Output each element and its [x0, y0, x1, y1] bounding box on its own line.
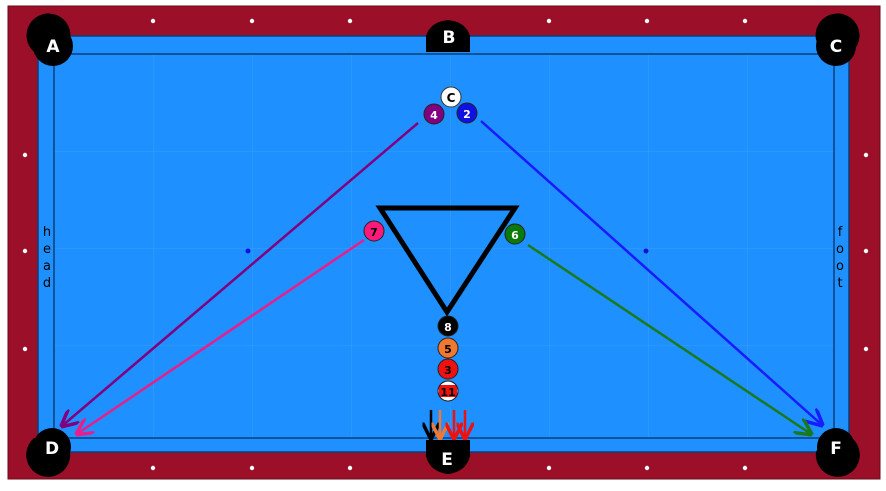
foot-letter-4: t: [837, 276, 842, 291]
diamond-top-3: [348, 19, 352, 23]
head-letter-1: h: [43, 225, 51, 240]
ball-6-label: 6: [511, 229, 519, 242]
ball-4-label: 4: [430, 109, 438, 122]
diamond-right-1: [864, 153, 868, 157]
pocket-b-label: B: [443, 28, 456, 48]
diamond-top-1: [151, 19, 155, 23]
foot-spot: [644, 249, 649, 254]
pocket-d-label: D: [45, 439, 59, 459]
ball-4[interactable]: 4: [424, 104, 444, 124]
diamond-bottom-3: [348, 466, 352, 470]
diamond-top-5: [645, 19, 649, 23]
ball-2-label: 2: [463, 108, 471, 121]
ball-5-label: 5: [444, 343, 452, 356]
ball-11[interactable]: 11: [438, 381, 458, 401]
diamond-bottom-1: [151, 466, 155, 470]
diamond-top-4: [547, 19, 551, 23]
diamond-left-2: [23, 249, 27, 253]
diamond-right-2: [864, 249, 868, 253]
diamond-bottom-2: [250, 466, 254, 470]
foot-letter-3: o: [836, 259, 844, 274]
ball-7[interactable]: 7: [364, 221, 384, 241]
diamond-bottom-6: [743, 466, 747, 470]
ball-7-label: 7: [370, 226, 378, 239]
ball-11-label: 11: [440, 386, 455, 399]
ball-3-label: 3: [444, 364, 452, 377]
diamond-bottom-5: [645, 466, 649, 470]
ball-2[interactable]: 2: [457, 103, 477, 123]
ball-5[interactable]: 5: [438, 338, 458, 358]
pocket-c-label: C: [830, 37, 842, 57]
ball-3[interactable]: 3: [438, 359, 458, 379]
head-spot: [246, 249, 251, 254]
foot-letter-2: o: [836, 242, 844, 257]
ball-8-label: 8: [444, 321, 452, 334]
cue-ball-label: C: [447, 91, 456, 105]
diamond-left-1: [23, 153, 27, 157]
pocket-f-label: F: [830, 439, 842, 459]
pocket-e-label: E: [441, 450, 453, 470]
ball-6[interactable]: 6: [505, 224, 525, 244]
diamond-right-3: [864, 347, 868, 351]
diamond-bottom-4: [547, 466, 551, 470]
diamond-top-2: [250, 19, 254, 23]
diamond-left-3: [23, 347, 27, 351]
pocket-a-label: A: [46, 37, 60, 57]
foot-letter-1: f: [838, 225, 843, 240]
cue-ball[interactable]: C: [441, 87, 461, 107]
diamond-top-6: [743, 19, 747, 23]
head-letter-3: a: [43, 259, 51, 274]
head-letter-2: e: [43, 242, 51, 257]
ball-8[interactable]: 8: [438, 316, 458, 336]
head-letter-4: d: [43, 276, 51, 291]
